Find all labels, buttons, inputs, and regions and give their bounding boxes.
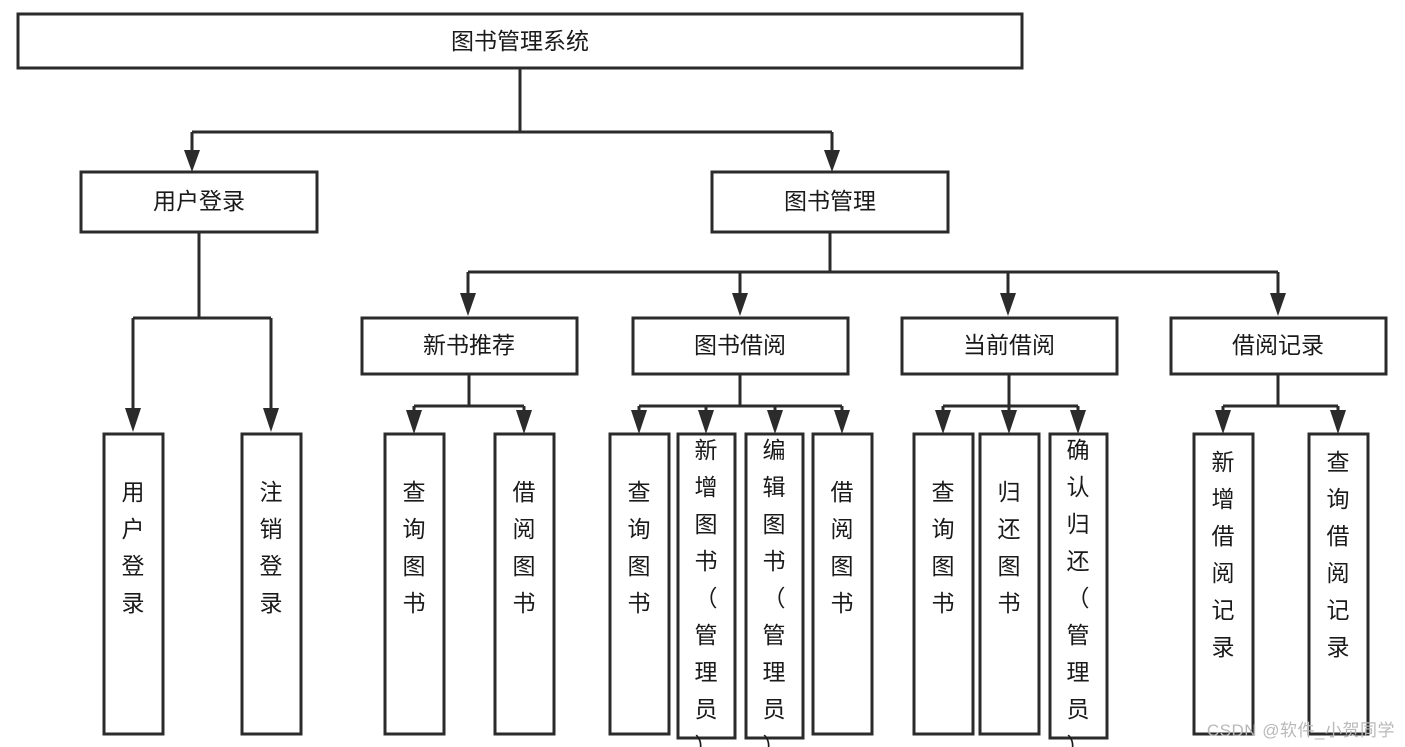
node-book-manage[interactable]: 图书管理 xyxy=(710,170,950,234)
connector-root-to-level2 xyxy=(190,68,834,158)
arrow-to-leaf-query-book-3 xyxy=(935,410,951,434)
leaf-confirm-return-label: 确认归还（管理员） xyxy=(1067,437,1090,747)
leaf-add-borrow-record-label: 新增借阅记录 xyxy=(1212,449,1235,660)
leaf-logout-label: 注销登录 xyxy=(260,479,283,616)
leaf-borrow-book-borrow-label: 借阅图书 xyxy=(831,479,854,616)
node-root-system[interactable]: 图书管理系统 xyxy=(16,12,1024,70)
node-current-borrow-box xyxy=(900,316,1119,376)
leaf-query-borrow-record-label: 查询借阅记录 xyxy=(1327,449,1350,660)
node-book-borrow[interactable]: 图书借阅 xyxy=(631,316,850,376)
arrow-to-book-manage xyxy=(824,150,840,172)
leaf-add-borrow-record[interactable]: 新增借阅记录 xyxy=(1192,432,1255,736)
leaf-edit-book-box xyxy=(744,432,805,740)
connector-book-manage-to-level3 xyxy=(466,232,1280,296)
arrow-to-leaf-query-book-2 xyxy=(631,410,647,434)
leaf-query-book-borrow-box xyxy=(608,432,671,736)
node-root-system-box xyxy=(16,12,1024,70)
arrow-to-book-borrow xyxy=(732,293,748,316)
arrow-to-leaf-confirm-return xyxy=(1070,410,1086,434)
leaf-edit-book[interactable]: 编辑图书（管理员） xyxy=(744,432,805,747)
leaf-add-book-label: 新增图书（管理员） xyxy=(695,437,718,747)
leaf-user-login-box xyxy=(102,432,165,736)
node-book-borrow-box xyxy=(631,316,850,376)
leaf-query-book-current[interactable]: 查询图书 xyxy=(912,432,975,736)
leaf-borrow-book-recommend-label: 借阅图书 xyxy=(513,479,536,616)
leaf-return-book-box xyxy=(978,432,1041,736)
arrow-to-borrow-record xyxy=(1270,293,1286,316)
leaf-user-login-label: 用户登录 xyxy=(122,479,145,616)
arrow-to-leaf-query-book-1 xyxy=(406,410,422,434)
arrow-to-leaf-borrow-book-2 xyxy=(834,410,850,434)
arrow-to-leaf-logout xyxy=(263,408,279,432)
connector-new-book-to-leaves xyxy=(412,374,526,414)
leaf-return-book[interactable]: 归还图书 xyxy=(978,432,1041,736)
arrow-to-leaf-user-login xyxy=(125,408,141,432)
leaf-query-book-borrow[interactable]: 查询图书 xyxy=(608,432,671,736)
leaf-add-book-box xyxy=(676,432,737,740)
arrow-to-leaf-return-book xyxy=(1001,410,1017,434)
leaf-query-book-borrow-label: 查询图书 xyxy=(628,479,651,616)
arrow-to-leaf-query-record xyxy=(1330,410,1346,434)
leaf-add-borrow-record-box xyxy=(1192,432,1255,736)
arrow-to-leaf-borrow-book-1 xyxy=(516,410,532,434)
leaf-borrow-book-borrow-box xyxy=(811,432,874,736)
connector-current-borrow-to-leaves xyxy=(941,374,1080,414)
leaf-query-book-recommend[interactable]: 查询图书 xyxy=(383,432,446,736)
node-book-manage-box xyxy=(710,170,950,234)
node-borrow-record-box xyxy=(1169,316,1388,376)
node-book-borrow-label: 图书借阅 xyxy=(694,332,786,358)
leaf-confirm-return-box xyxy=(1048,432,1109,740)
node-user-login-label: 用户登录 xyxy=(153,188,245,214)
node-new-book-recommend-box xyxy=(360,316,579,376)
arrow-to-leaf-add-book xyxy=(698,410,714,434)
node-new-book-recommend[interactable]: 新书推荐 xyxy=(360,316,579,376)
leaf-query-book-current-box xyxy=(912,432,975,736)
connector-layer xyxy=(125,68,1346,434)
node-current-borrow[interactable]: 当前借阅 xyxy=(900,316,1119,376)
leaf-borrow-book-recommend-box xyxy=(493,432,556,736)
node-current-borrow-label: 当前借阅 xyxy=(963,332,1055,358)
node-book-manage-label: 图书管理 xyxy=(784,188,876,214)
node-user-login-box xyxy=(79,170,319,234)
leaf-add-book[interactable]: 新增图书（管理员） xyxy=(676,432,737,747)
arrow-to-current-borrow xyxy=(1000,293,1016,316)
node-borrow-record[interactable]: 借阅记录 xyxy=(1169,316,1388,376)
connector-user-login-to-leaves xyxy=(131,232,273,410)
leaf-borrow-book-recommend[interactable]: 借阅图书 xyxy=(493,432,556,736)
node-borrow-record-label: 借阅记录 xyxy=(1232,332,1324,358)
leaf-query-book-recommend-label: 查询图书 xyxy=(403,479,426,616)
node-user-login[interactable]: 用户登录 xyxy=(79,170,319,234)
arrow-to-new-book xyxy=(460,293,476,316)
arrow-to-leaf-add-record xyxy=(1215,410,1231,434)
node-root-system-label: 图书管理系统 xyxy=(451,28,589,54)
leaf-return-book-label: 归还图书 xyxy=(998,479,1021,616)
node-new-book-recommend-label: 新书推荐 xyxy=(423,332,515,358)
connector-book-borrow-to-leaves xyxy=(637,374,844,414)
leaf-query-borrow-record-box xyxy=(1307,432,1370,736)
leaf-logout-box xyxy=(240,432,303,736)
leaf-query-book-current-label: 查询图书 xyxy=(932,479,955,616)
arrow-to-leaf-edit-book xyxy=(767,410,783,434)
leaf-query-borrow-record[interactable]: 查询借阅记录 xyxy=(1307,432,1370,736)
leaf-borrow-book-borrow[interactable]: 借阅图书 xyxy=(811,432,874,736)
leaf-query-book-recommend-box xyxy=(383,432,446,736)
arrow-to-user-login xyxy=(184,150,200,172)
leaf-edit-book-label: 编辑图书（管理员） xyxy=(763,437,786,747)
leaf-confirm-return[interactable]: 确认归还（管理员） xyxy=(1048,432,1109,747)
leaf-logout[interactable]: 注销登录 xyxy=(240,432,303,736)
leaf-user-login[interactable]: 用户登录 xyxy=(102,432,165,736)
connector-borrow-record-to-leaves xyxy=(1221,374,1340,414)
